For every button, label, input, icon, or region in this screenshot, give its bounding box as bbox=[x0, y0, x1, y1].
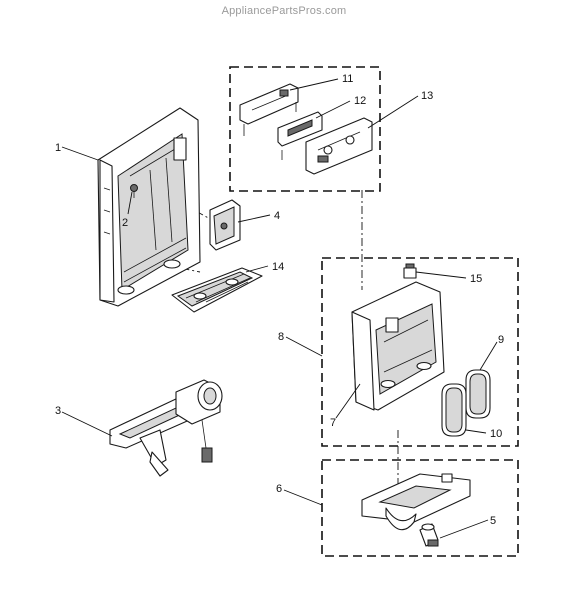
callout-3: 3 bbox=[55, 405, 61, 417]
watermark: AppliancePartsPros.com bbox=[221, 5, 347, 17]
callout-13: 13 bbox=[421, 90, 433, 102]
screw bbox=[130, 184, 138, 198]
callout-12: 12 bbox=[354, 95, 366, 107]
callout-7: 7 bbox=[330, 417, 336, 429]
control-panel-backplate bbox=[239, 83, 299, 136]
callout-6: 6 bbox=[276, 483, 282, 495]
dispenser-frame bbox=[351, 281, 445, 411]
assembly-line-housing-to-ice-paddle bbox=[139, 179, 213, 221]
group-box-6 bbox=[321, 459, 519, 557]
group-box-8 bbox=[321, 257, 519, 447]
leader-lines bbox=[61, 78, 498, 539]
callout-5: 5 bbox=[490, 515, 496, 527]
ice-paddle bbox=[209, 199, 241, 251]
callout-2: 2 bbox=[122, 217, 128, 229]
drip-tray bbox=[171, 267, 263, 313]
ice-chute bbox=[361, 473, 471, 531]
dispenser-housing bbox=[97, 107, 201, 307]
trim-piece-left bbox=[441, 383, 467, 437]
callout-11: 11 bbox=[342, 73, 353, 85]
callout-8: 8 bbox=[278, 331, 284, 343]
callout-10: 10 bbox=[490, 428, 502, 440]
control-board bbox=[277, 111, 323, 160]
callout-4: 4 bbox=[274, 210, 280, 222]
trim-piece-right bbox=[465, 369, 491, 419]
callout-9: 9 bbox=[498, 334, 504, 346]
fitting bbox=[419, 523, 439, 547]
callout-15: 15 bbox=[470, 273, 482, 285]
actuator-motor-assembly bbox=[109, 379, 223, 477]
control-panel bbox=[305, 117, 373, 175]
group-box-13 bbox=[229, 66, 381, 192]
switch bbox=[403, 263, 417, 279]
callout-1: 1 bbox=[55, 142, 61, 154]
callout-14: 14 bbox=[272, 261, 284, 273]
